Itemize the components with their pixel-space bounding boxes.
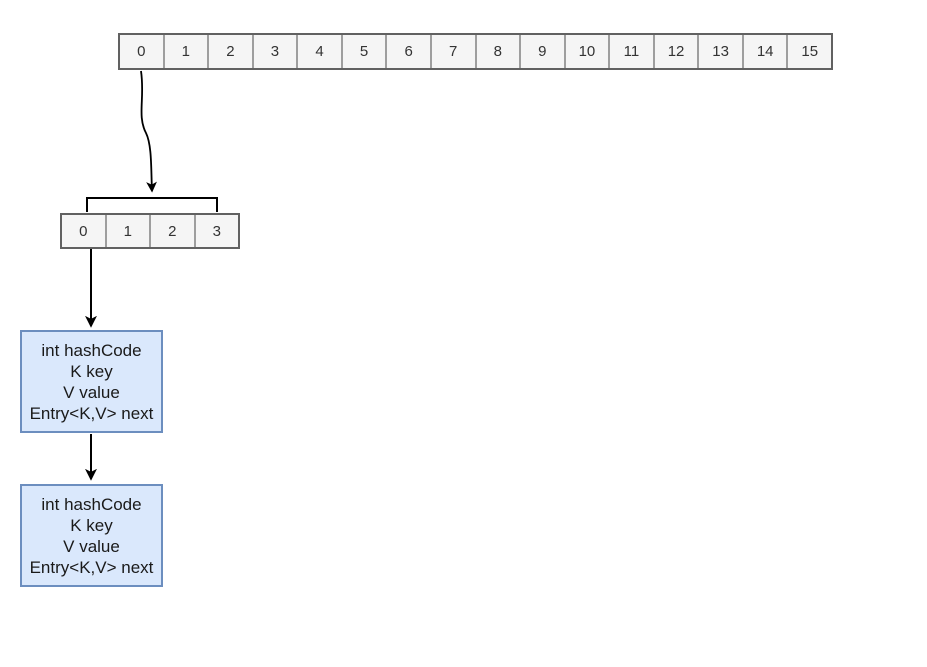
entry-field-next: Entry<K,V> next xyxy=(29,403,154,423)
bucket-array-cell: 15 xyxy=(786,35,831,68)
sub-array-cell: 2 xyxy=(149,215,194,247)
bucket-array-cell: 7 xyxy=(429,35,475,68)
entry-field-hashcode: int hashCode xyxy=(41,340,142,360)
hash-arrow xyxy=(140,70,157,193)
sub-array-cell: 3 xyxy=(193,215,239,247)
bucket-array-cell: 6 xyxy=(385,35,430,68)
entry-field-value: V value xyxy=(63,536,120,556)
entry-field-next: Entry<K,V> next xyxy=(29,557,154,577)
bucket-array-cell: 4 xyxy=(296,35,341,68)
sub-array-bracket xyxy=(86,197,218,212)
bucket-array-cell: 8 xyxy=(474,35,520,68)
entry-field-key: K key xyxy=(70,361,113,381)
bucket-array-cell: 2 xyxy=(207,35,252,68)
bucket-array-cell: 12 xyxy=(652,35,698,68)
entry-node-2: int hashCode K key V value Entry<K,V> ne… xyxy=(20,484,163,587)
entry-field-key: K key xyxy=(70,515,113,535)
bucket-array-cell: 10 xyxy=(563,35,609,68)
sub-array-cell: 0 xyxy=(79,222,88,240)
bucket-array-cell: 9 xyxy=(519,35,564,68)
bucket-array-cell: 14 xyxy=(741,35,787,68)
sub-array-cell: 1 xyxy=(104,215,150,247)
bucket-array-cell: 13 xyxy=(697,35,742,68)
bucket-array-cell: 11 xyxy=(608,35,653,68)
bucket-array-cell: 1 xyxy=(162,35,208,68)
entry-field-value: V value xyxy=(63,382,120,402)
bucket-array-cell: 0 xyxy=(137,43,146,60)
entry-field-hashcode: int hashCode xyxy=(41,494,142,514)
bucket-array-cell: 5 xyxy=(340,35,386,68)
bucket-array-cell: 3 xyxy=(251,35,297,68)
entry-node-1: int hashCode K key V value Entry<K,V> ne… xyxy=(20,330,163,433)
